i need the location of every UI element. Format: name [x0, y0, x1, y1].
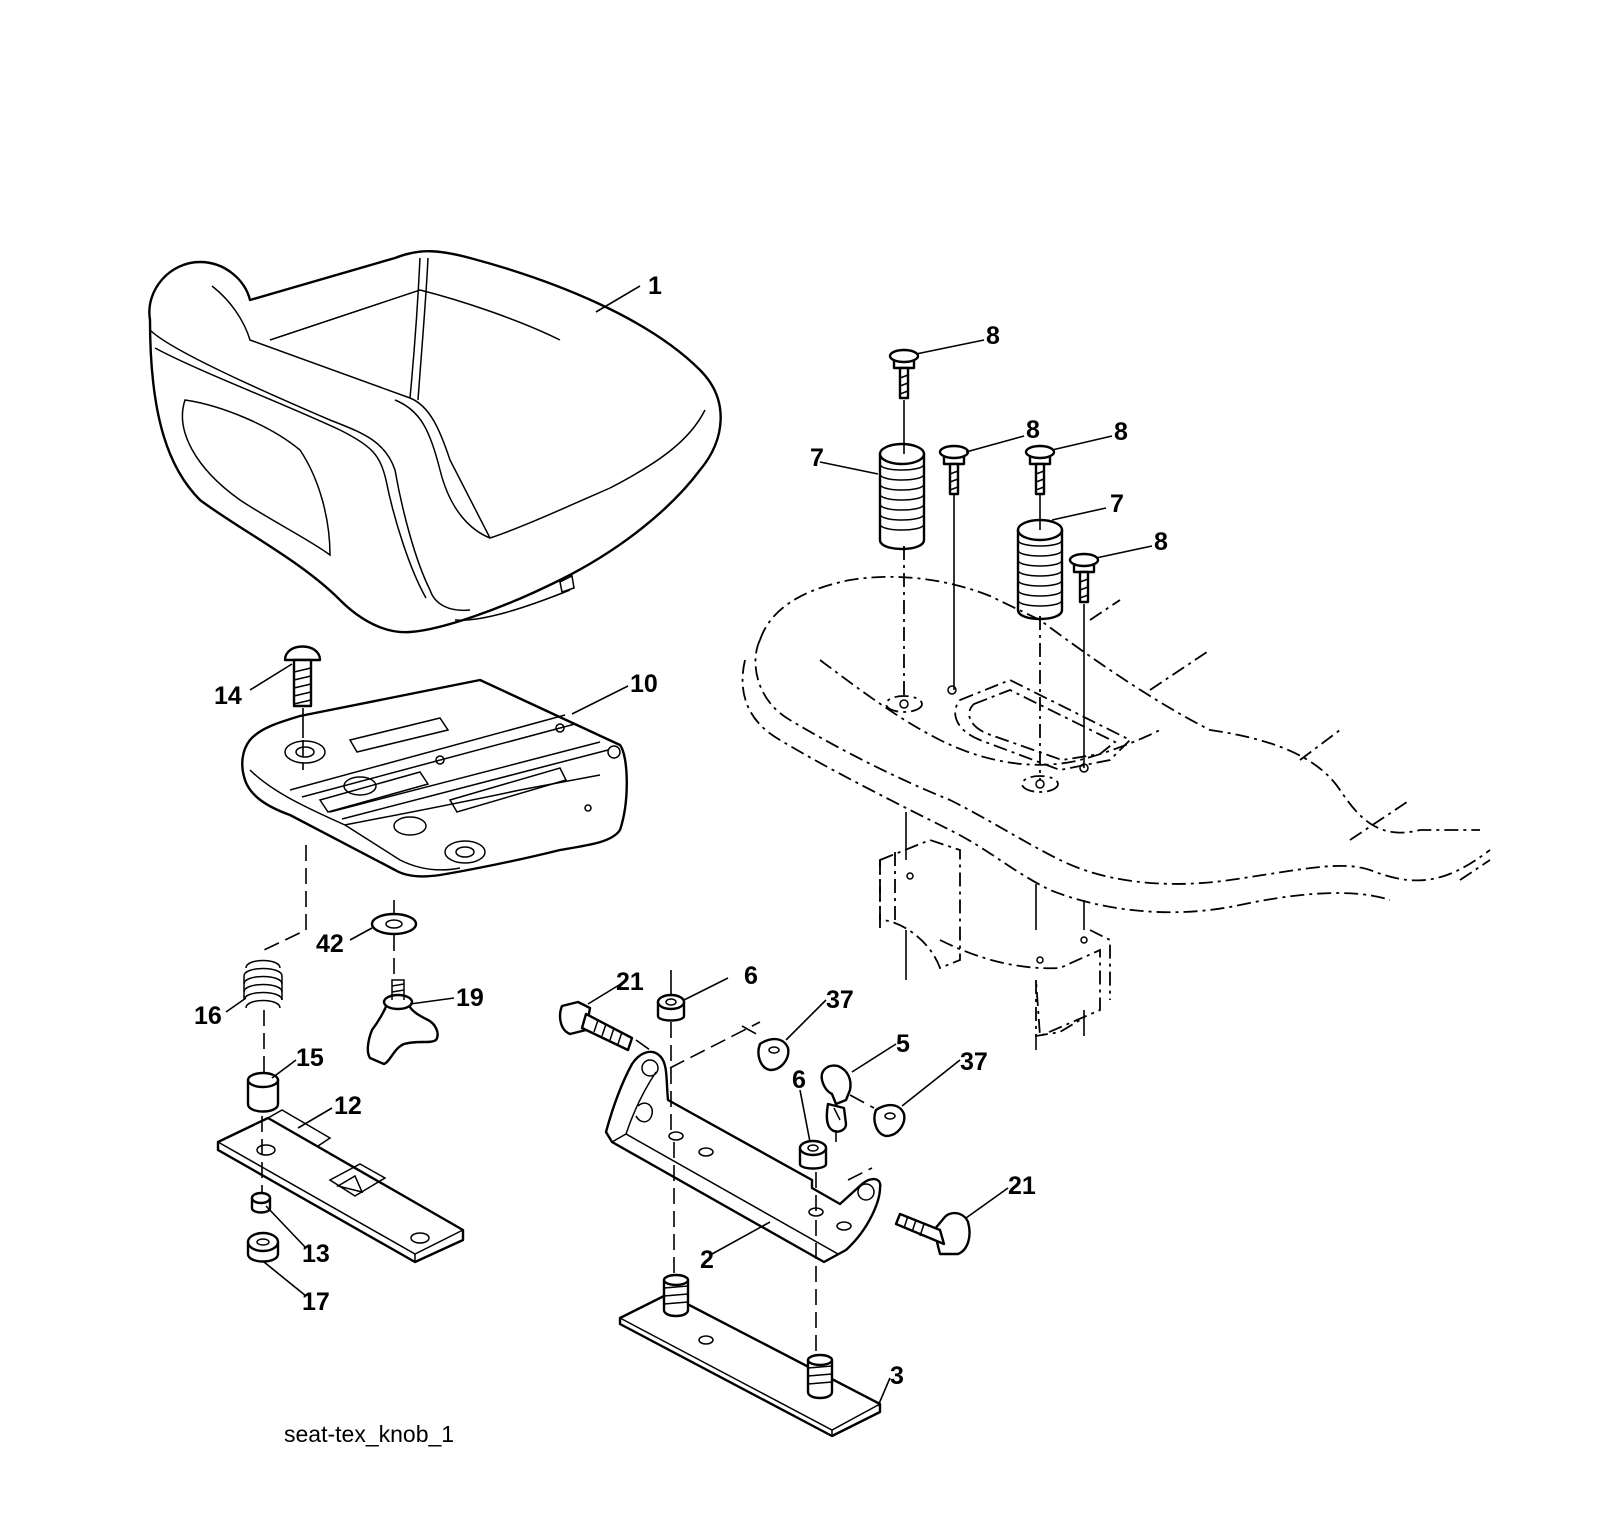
callout-42: 42: [316, 930, 344, 958]
hex-bolt-a: [888, 348, 920, 400]
hex-bolt-d: [1068, 552, 1100, 604]
carriage-bolt: [283, 645, 322, 738]
callout-21: 21: [616, 968, 644, 996]
lock-nut-right: [873, 1103, 906, 1138]
callout-8: 8: [1154, 528, 1168, 556]
spring-left: [878, 442, 926, 551]
callout-8: 8: [1026, 416, 1040, 444]
seat-bracket: [604, 1050, 882, 1264]
seat: [148, 250, 722, 634]
callout-6: 6: [792, 1066, 806, 1094]
hex-bolt-b: [938, 444, 970, 496]
diagram-caption: seat-tex_knob_1: [284, 1421, 454, 1447]
callout-10: 10: [630, 670, 658, 698]
lock-nut-left: [757, 1037, 790, 1072]
callout-2: 2: [700, 1246, 714, 1274]
adjustment-knob: [366, 979, 439, 1066]
spring-right: [1016, 518, 1064, 621]
slide-bracket: [216, 1109, 465, 1264]
flange-bolt-right: [894, 1211, 971, 1256]
callout-37: 37: [826, 986, 854, 1014]
callout-6: 6: [744, 962, 758, 990]
hex-nut-top: [656, 993, 686, 1022]
flat-washer: [370, 912, 418, 936]
callout-3: 3: [890, 1362, 904, 1390]
stud-plate: [618, 1273, 882, 1438]
flange-bolt-left: [558, 1000, 634, 1052]
callout-7: 7: [1110, 490, 1124, 518]
callout-17: 17: [302, 1288, 330, 1316]
callout-14: 14: [214, 682, 242, 710]
callout-5: 5: [896, 1030, 910, 1058]
callout-21: 21: [1008, 1172, 1036, 1200]
spacer: [246, 1071, 280, 1113]
callout-37: 37: [960, 1048, 988, 1076]
hex-bolt-c: [1024, 444, 1056, 496]
spring: [243, 959, 283, 1009]
callouts: 1 8 8 8 8 7 7 10 14 42 19 16 15 12 13 17…: [194, 272, 1168, 1390]
leader-lines: [225, 285, 1153, 1407]
assembly-lines: [261, 400, 1085, 1358]
callout-15: 15: [296, 1044, 324, 1072]
callout-1: 1: [648, 272, 662, 300]
callout-19: 19: [456, 984, 484, 1012]
callout-8: 8: [1114, 418, 1128, 446]
spring-clip: [820, 1064, 852, 1133]
callout-13: 13: [302, 1240, 330, 1268]
callout-16: 16: [194, 1002, 222, 1030]
callout-7: 7: [810, 444, 824, 472]
lock-nut: [250, 1191, 272, 1214]
callout-8: 8: [986, 322, 1000, 350]
hex-nut-lower: [798, 1139, 828, 1170]
washer-nut: [246, 1231, 280, 1263]
seat-pan: [241, 678, 628, 878]
tractor-frame: [741, 576, 1491, 1038]
callout-12: 12: [334, 1092, 362, 1120]
